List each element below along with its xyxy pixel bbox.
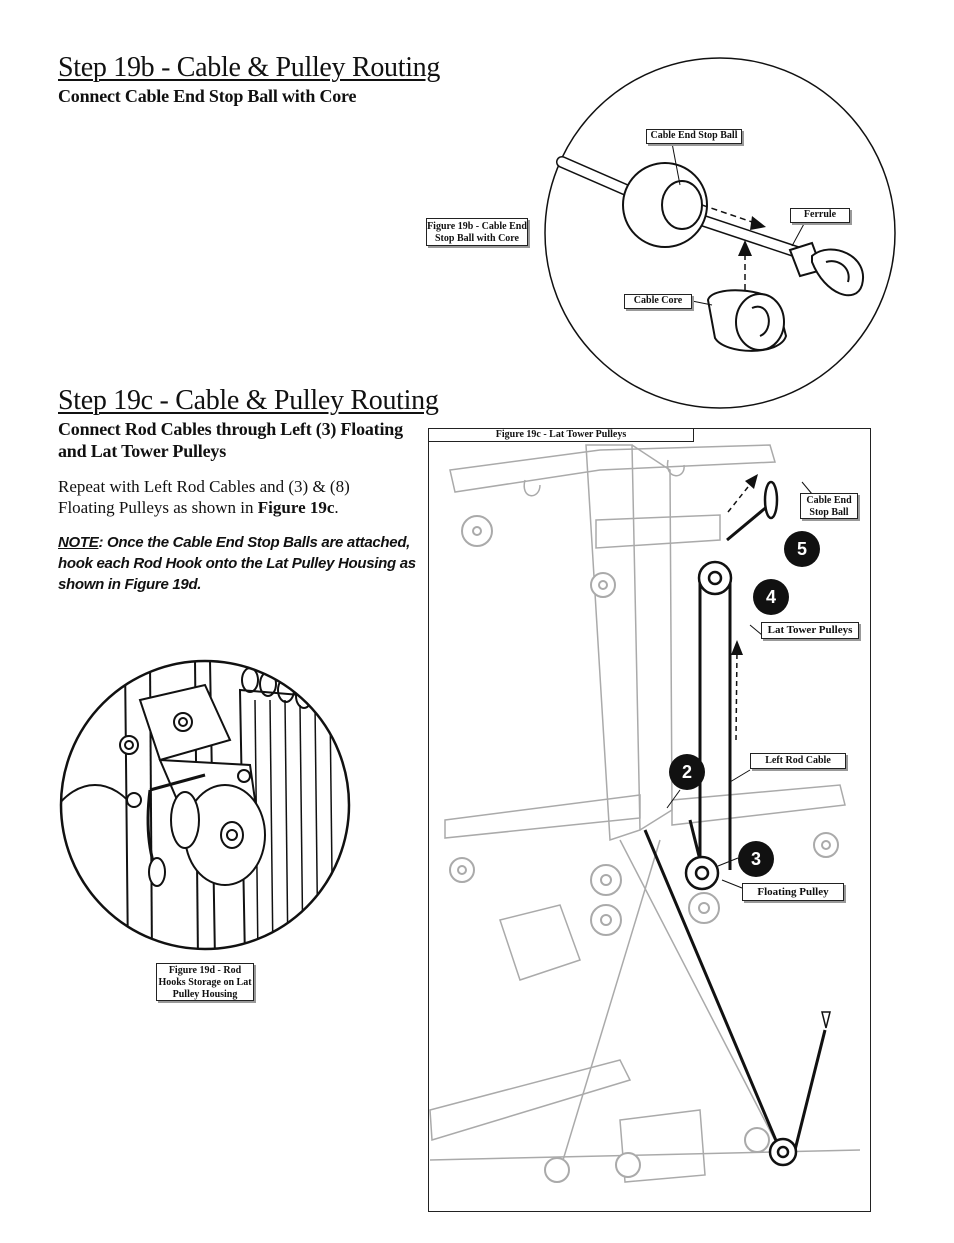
label-left-rod-cable: Left Rod Cable: [750, 753, 846, 769]
label-ferrule: Ferrule: [790, 208, 850, 223]
callout-4: 4: [753, 579, 789, 615]
label-floating-pulley: Floating Pulley: [742, 883, 844, 901]
step19c-subtitle: Connect Rod Cables through Left (3) Floa…: [58, 419, 403, 461]
step19b-title: Step 19b - Cable & Pulley Routing: [58, 52, 441, 83]
figure-19b-caption: Figure 19b - Cable End Stop Ball with Co…: [426, 218, 528, 246]
label-stop-ball-19b: Cable End Stop Ball: [646, 129, 742, 144]
callout-3: 3: [738, 841, 774, 877]
step19b-subtitle: Connect Cable End Stop Ball with Core: [58, 86, 357, 106]
label-cable-core: Cable Core: [624, 294, 692, 309]
label-lat-tower-pulleys: Lat Tower Pulleys: [761, 622, 859, 639]
callout-2: 2: [669, 754, 705, 790]
step19c-note: NOTE: Once the Cable End Stop Balls are …: [58, 534, 416, 593]
step19c-title: Step 19c - Cable & Pulley Routing: [58, 385, 439, 416]
callout-5: 5: [784, 531, 820, 567]
figure-19d-caption: Figure 19d - Rod Hooks Storage on Lat Pu…: [156, 963, 254, 1001]
step19c-body: Repeat with Left Rod Cables and (3) & (8…: [58, 477, 350, 517]
figure-19c-caption: Figure 19c - Lat Tower Pulleys: [428, 428, 694, 442]
label-stop-ball-19c: Cable End Stop Ball: [800, 493, 858, 519]
